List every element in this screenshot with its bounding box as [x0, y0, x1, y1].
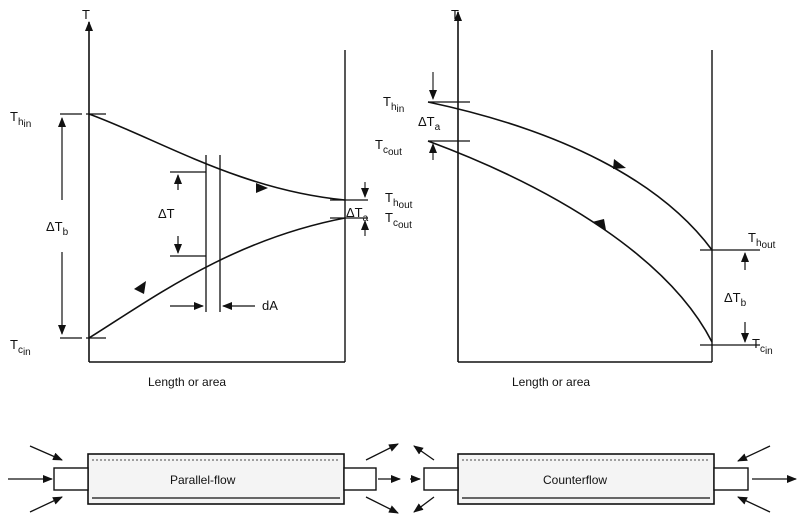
parallel-flow-exchanger: Parallel-flow	[8, 443, 401, 514]
right-axis-label: T	[451, 7, 459, 22]
label-t-c-in-left: Tcin	[10, 337, 31, 358]
parallel-flow-label: Parallel-flow	[170, 473, 236, 487]
delta-t-local: ΔT	[158, 206, 175, 221]
label-t-c-in-right: Tcin	[752, 336, 773, 357]
cold-flow-arrow-counter	[592, 219, 606, 230]
da-label: dA	[262, 298, 278, 313]
hot-fluid-curve-counter	[427, 101, 713, 251]
hot-flow-arrow-counter	[613, 159, 626, 169]
counterflow-graph: T Length or area ΔTa ΔTb Thin Tcout Thou…	[375, 7, 776, 389]
counterflow-label: Counterflow	[543, 473, 607, 487]
delta-tb-left: ΔTb	[46, 219, 69, 238]
delta-ta-right: ΔTa	[418, 114, 441, 133]
counterflow-exchanger: Counterflow	[410, 445, 797, 513]
right-x-label: Length or area	[512, 375, 590, 389]
delta-ta-left: ΔTa	[346, 205, 369, 224]
left-x-label: Length or area	[148, 375, 226, 389]
hot-fluid-curve-parallel	[88, 113, 346, 201]
hot-flow-arrow	[256, 183, 268, 193]
cold-flow-arrow	[134, 281, 146, 294]
cold-fluid-curve-parallel	[88, 217, 346, 339]
left-axis-label: T	[82, 7, 90, 22]
label-t-h-out-right: Thout	[748, 230, 776, 251]
label-t-h-in-left: Thin	[10, 109, 31, 130]
label-t-h-in-right: Thin	[383, 94, 404, 115]
label-t-h-out-left: Thout	[385, 190, 413, 211]
delta-tb-right: ΔTb	[724, 290, 747, 309]
cold-fluid-curve-counter	[427, 140, 713, 343]
label-t-c-out-right: Tcout	[375, 137, 402, 158]
label-t-c-out-left: Tcout	[385, 210, 412, 231]
parallel-flow-graph: T Length or area ΔTb ΔT dA ΔTa	[10, 7, 413, 389]
